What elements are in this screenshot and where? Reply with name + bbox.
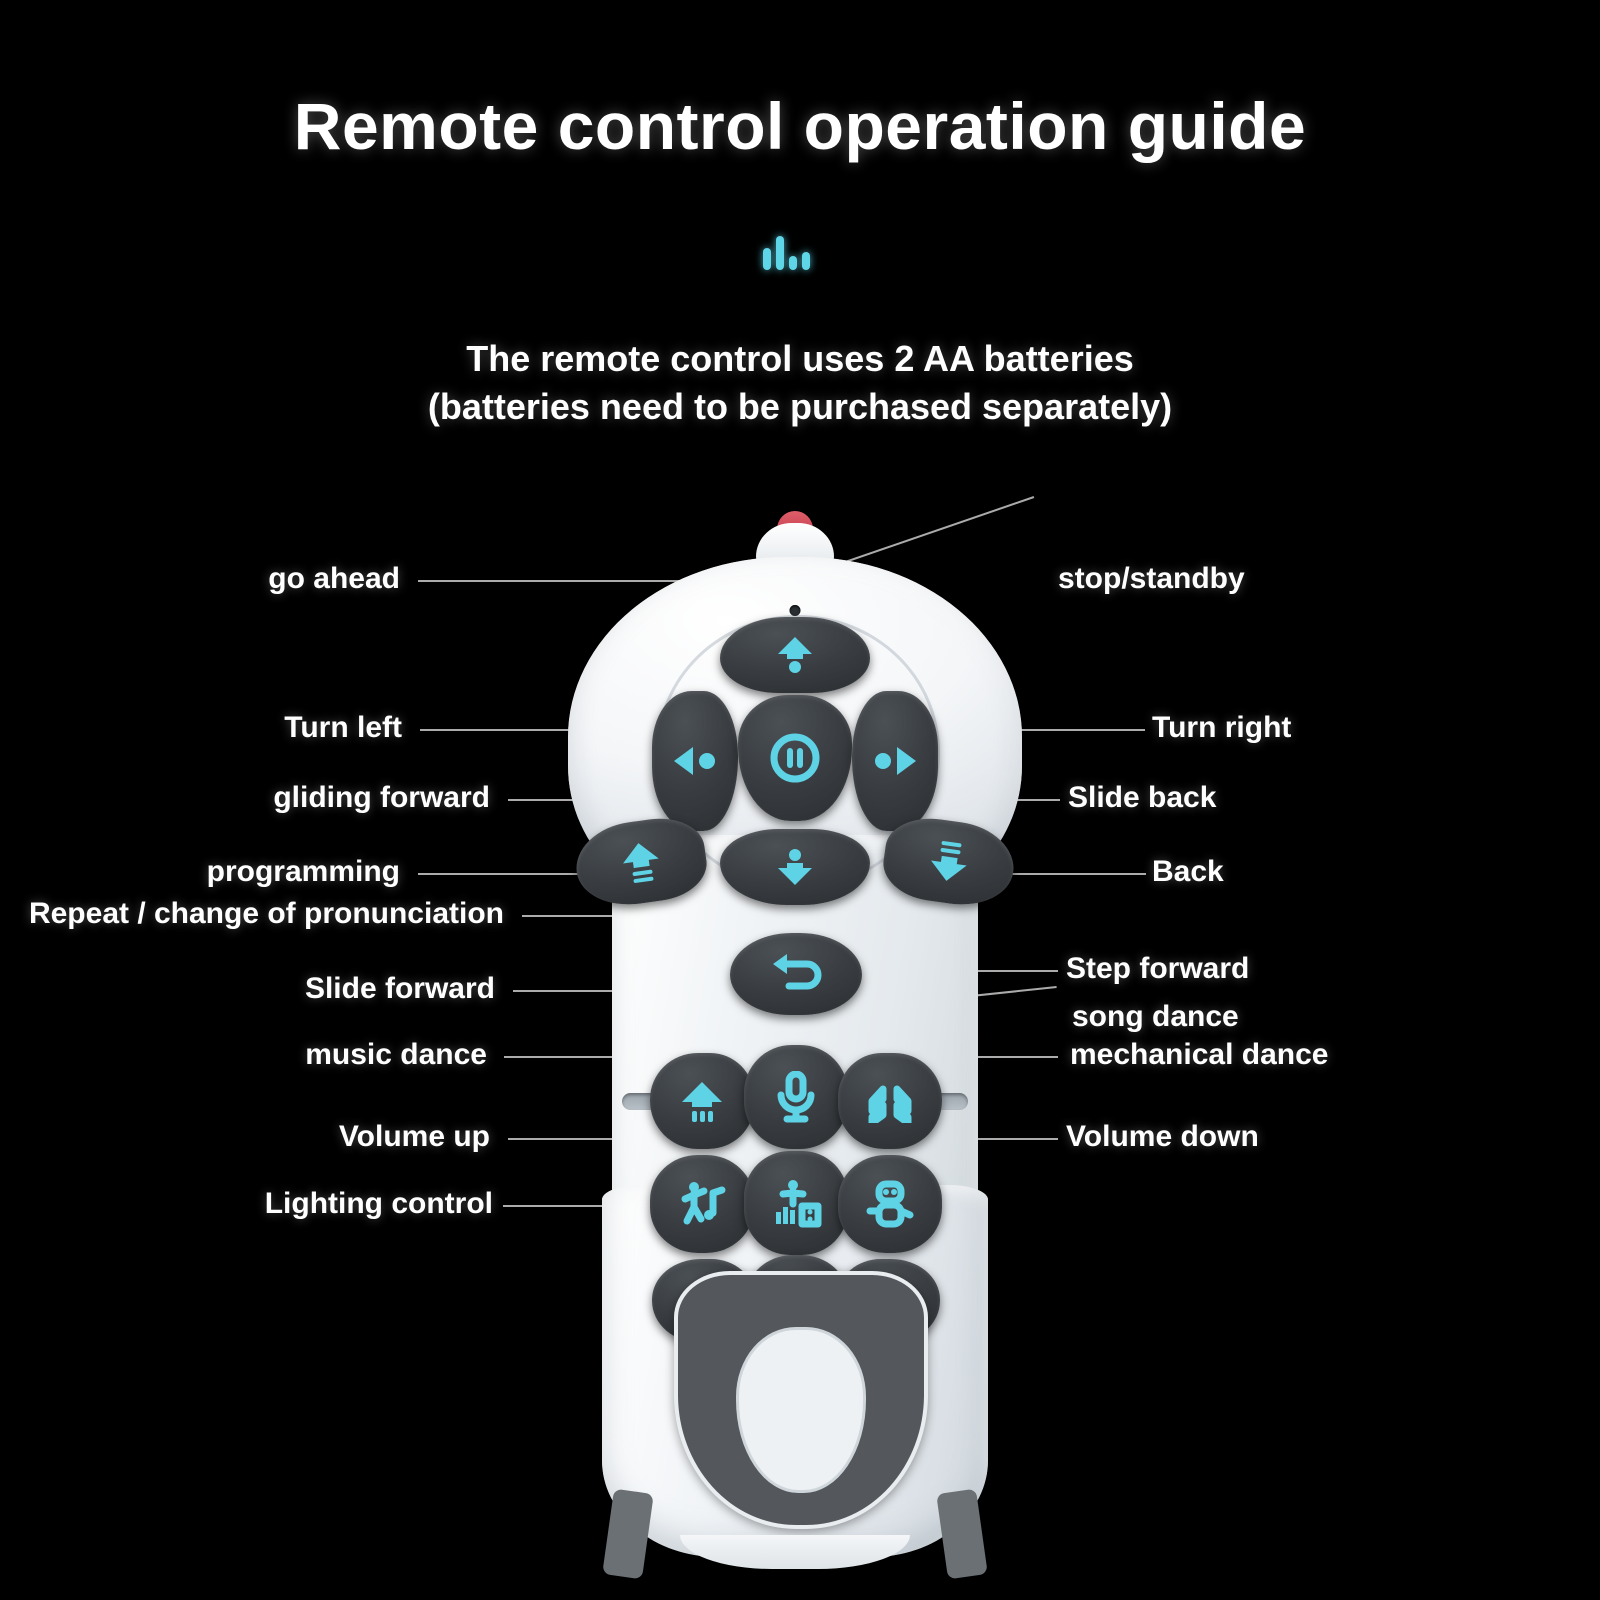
turn-left-button[interactable]: [652, 691, 738, 831]
battery-note-line1: The remote control uses 2 AA batteries: [466, 338, 1134, 379]
callout-mechanical-dance: mechanical dance: [1070, 1038, 1329, 1071]
foot-pad-left: [602, 1488, 654, 1580]
callout-step-forward: Step forward: [1066, 952, 1250, 985]
battery-note: The remote control uses 2 AA batteries (…: [0, 335, 1600, 431]
equalizer-bars-icon: [763, 228, 823, 270]
callout-slide-forward: Slide forward: [304, 972, 495, 1005]
callout-turn-right: Turn right: [1152, 711, 1292, 744]
microphone-icon: [774, 1071, 818, 1123]
song-dance-button[interactable]: [744, 1151, 848, 1255]
music-dance-button[interactable]: [650, 1155, 754, 1253]
leader-go-ahead: [418, 580, 718, 582]
pause-circle-icon: [768, 731, 822, 785]
step-forward-button[interactable]: [838, 1053, 942, 1149]
page-title: Remote control operation guide: [293, 89, 1307, 163]
grip-opening: [736, 1327, 866, 1493]
turn-right-button[interactable]: [852, 691, 938, 831]
repeat-pronunciation-button[interactable]: [744, 1045, 848, 1149]
slide-back-icon: [924, 838, 973, 886]
slide-forward-button[interactable]: [650, 1053, 754, 1149]
callout-song-dance: song dance: [1072, 1000, 1239, 1033]
turn-right-icon: [871, 744, 919, 778]
battery-note-line2: (batteries need to be purchased separate…: [427, 385, 1173, 427]
hand-grip-ring: [674, 1271, 928, 1529]
callout-back: Back: [1152, 855, 1224, 888]
foot-pad-right: [936, 1488, 988, 1580]
song-dance-icon: [770, 1178, 822, 1228]
callout-music-dance: music dance: [305, 1038, 487, 1071]
loop-arrow-icon: [767, 952, 825, 996]
glide-forward-icon: [616, 838, 665, 886]
led-indicator-icon: [789, 605, 801, 616]
arrow-up-dot-icon: [772, 634, 818, 676]
callout-lighting-control: Lighting control: [264, 1187, 493, 1220]
music-dance-icon: [677, 1179, 727, 1229]
robot-icon: [865, 1179, 915, 1229]
callout-volume-down: Volume down: [1066, 1120, 1259, 1153]
arrow-down-dot-icon: [772, 846, 818, 888]
callout-go-ahead: go ahead: [268, 562, 400, 595]
leader-step-forward: [900, 970, 1058, 972]
double-chevron-up-icon: [866, 1079, 914, 1123]
callout-programming: programming: [206, 855, 400, 888]
leader-slide-forward: [513, 990, 688, 992]
go-back-button[interactable]: [720, 829, 870, 905]
callout-gliding-forward: gliding forward: [273, 781, 490, 814]
stop-standby-button[interactable]: [738, 695, 852, 821]
programming-button[interactable]: [730, 933, 862, 1015]
turn-left-icon: [671, 744, 719, 778]
leader-volume-up: [508, 1138, 688, 1140]
callout-volume-up: Volume up: [338, 1120, 490, 1153]
slide-back-button[interactable]: [878, 812, 1020, 912]
bottom-edge: [680, 1535, 910, 1569]
callout-repeat-pronunciation: Repeat / change of pronunciation: [28, 897, 504, 930]
go-ahead-button[interactable]: [720, 617, 870, 693]
leader-turn-left: [420, 729, 710, 731]
remote-control: [560, 505, 1030, 1580]
gliding-forward-button[interactable]: [570, 812, 712, 912]
leader-programming: [418, 873, 698, 875]
leader-volume-down: [898, 1138, 1058, 1140]
leader-music-dance: [504, 1056, 689, 1058]
callout-turn-left: Turn left: [284, 711, 402, 744]
mechanical-dance-button[interactable]: [838, 1155, 942, 1253]
slide-forward-icon: [679, 1079, 725, 1123]
callout-slide-back: Slide back: [1068, 781, 1217, 814]
callout-stop-standby: stop/standby: [1058, 562, 1245, 595]
